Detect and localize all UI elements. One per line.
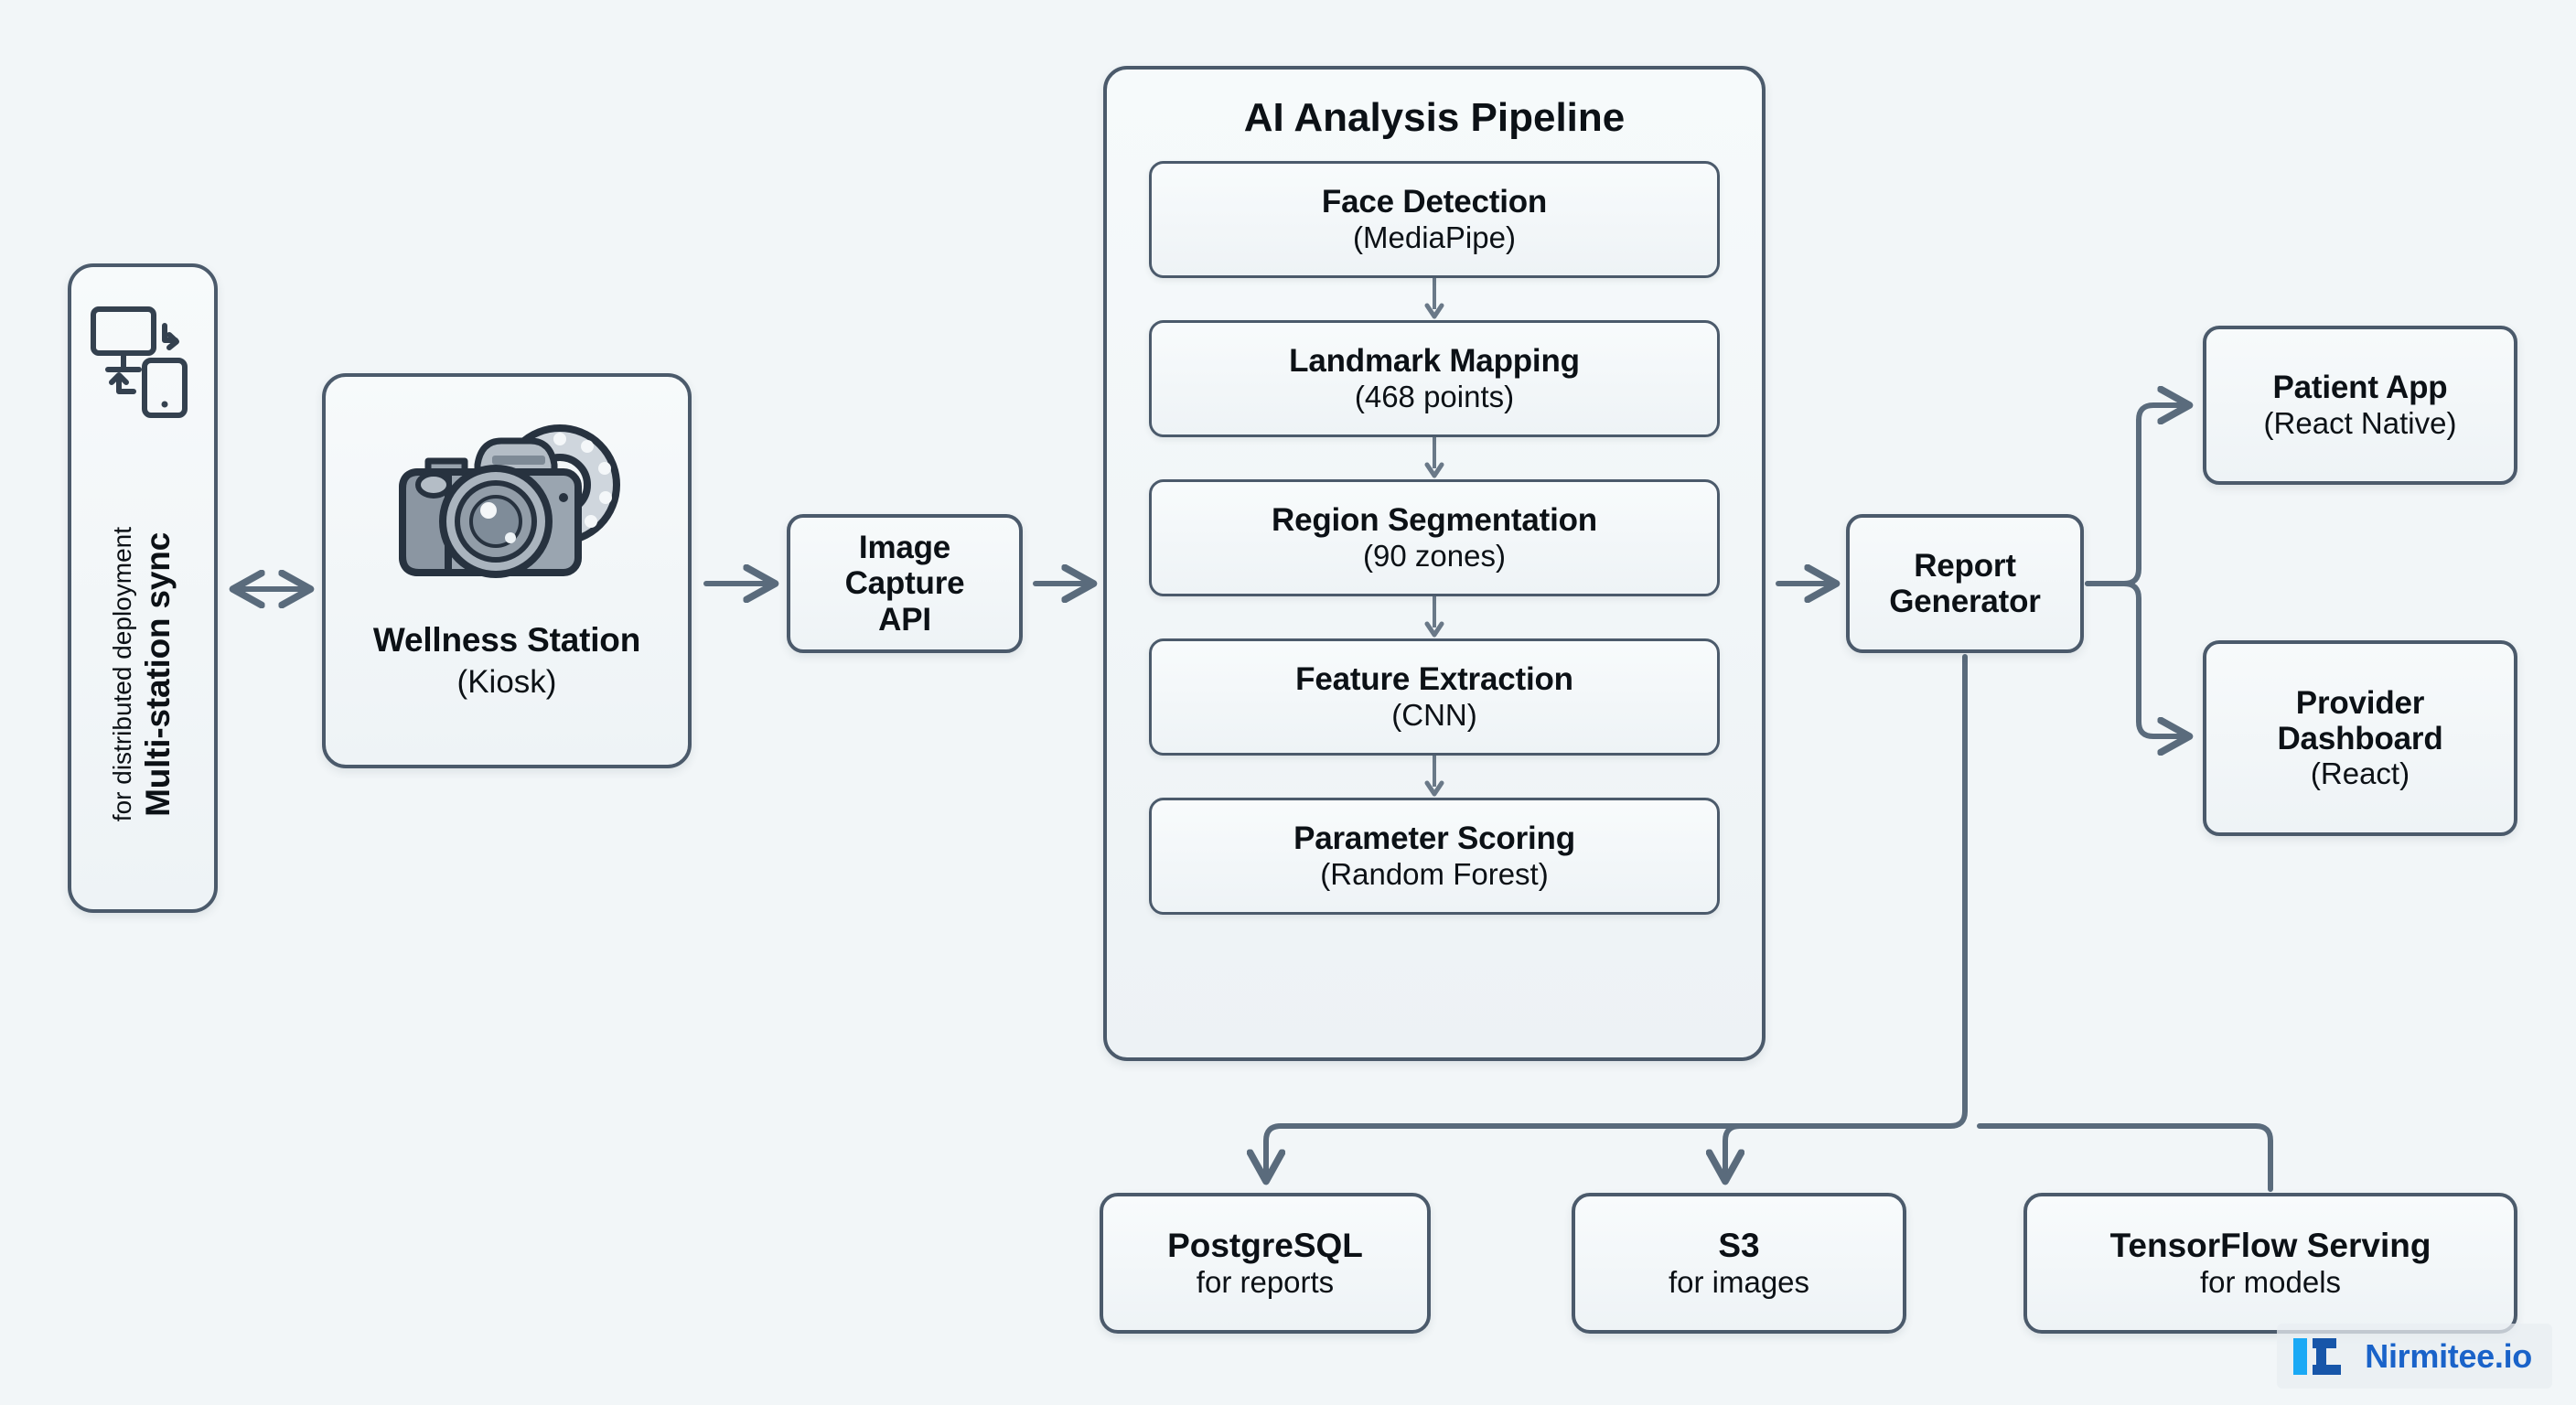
image-capture-api-card: Image Capture API <box>787 514 1023 653</box>
nirmitee-logo-mark-icon <box>2293 1333 2350 1379</box>
ai-analysis-pipeline-container: AI Analysis Pipeline Face Detection (Med… <box>1103 66 1766 1061</box>
multi-station-subtitle: for distributed deployment <box>108 527 137 822</box>
provider-dashboard-title-line2: Dashboard <box>2277 721 2443 757</box>
storage-subtitle: for images <box>1668 1265 1810 1299</box>
pipeline-stage-landmark-mapping: Landmark Mapping (468 points) <box>1149 320 1720 437</box>
stage-title: Parameter Scoring <box>1293 820 1575 857</box>
edge-bus-to-s3 <box>1725 1123 1740 1178</box>
edge-report-to-patient-app <box>2085 405 2186 586</box>
stage-subtitle: (MediaPipe) <box>1353 220 1516 254</box>
image-capture-api-line1: Image <box>858 530 951 566</box>
storage-subtitle: for reports <box>1196 1265 1335 1299</box>
patient-app-subtitle: (React Native) <box>2263 405 2457 440</box>
stage-title: Landmark Mapping <box>1289 343 1580 380</box>
storage-s3-card: S3 for images <box>1572 1193 1906 1334</box>
stage-subtitle: (CNN) <box>1391 697 1477 732</box>
stage-arrow-4 <box>1424 756 1444 798</box>
devices-sync-icon <box>88 304 198 424</box>
image-capture-api-line2: Capture <box>844 565 965 602</box>
stage-subtitle: (Random Forest) <box>1320 856 1549 891</box>
provider-dashboard-title-line1: Provider <box>2295 684 2425 721</box>
nirmitee-logo-wordmark: Nirmitee.io <box>2365 1336 2532 1375</box>
nirmitee-logo: Nirmitee.io <box>2277 1324 2552 1389</box>
multi-station-title: Multi-station sync <box>139 532 177 817</box>
stage-arrow-3 <box>1424 596 1444 638</box>
pipeline-stage-parameter-scoring: Parameter Scoring (Random Forest) <box>1149 798 1720 915</box>
stage-subtitle: (90 zones) <box>1363 538 1506 573</box>
wellness-station-title: Wellness Station <box>372 621 641 659</box>
stage-title: Region Segmentation <box>1272 502 1597 539</box>
stage-subtitle: (468 points) <box>1354 379 1515 413</box>
provider-dashboard-card: Provider Dashboard (React) <box>2203 640 2517 836</box>
storage-title: S3 <box>1718 1227 1760 1264</box>
report-generator-line2: Generator <box>1889 584 2041 619</box>
storage-tensorflow-serving-card: TensorFlow Serving for models <box>2023 1193 2517 1334</box>
patient-app-title: Patient App <box>2272 370 2448 406</box>
stage-title: Face Detection <box>1321 184 1548 220</box>
storage-postgresql-card: PostgreSQL for reports <box>1100 1193 1431 1334</box>
stage-title: Feature Extraction <box>1295 661 1573 698</box>
image-capture-api-line3: API <box>878 601 931 638</box>
report-generator-line1: Report <box>1914 547 2016 584</box>
storage-subtitle: for models <box>2199 1265 2342 1299</box>
edge-bus-to-tensorflow <box>1977 1123 2273 1192</box>
multi-station-sync-card: Multi-station sync for distributed deplo… <box>68 263 218 913</box>
stage-arrow-1 <box>1424 278 1444 320</box>
pipeline-stage-region-segmentation: Region Segmentation (90 zones) <box>1149 479 1720 596</box>
report-generator-card: Report Generator <box>1846 514 2084 653</box>
pipeline-stage-face-detection: Face Detection (MediaPipe) <box>1149 161 1720 278</box>
pipeline-stage-feature-extraction: Feature Extraction (CNN) <box>1149 638 1720 756</box>
wellness-station-subtitle: (Kiosk) <box>456 664 557 701</box>
provider-dashboard-subtitle: (React) <box>2310 756 2410 791</box>
edge-report-to-provider-dashboard <box>2085 581 2186 736</box>
wellness-station-card: Wellness Station (Kiosk) <box>322 373 692 768</box>
storage-title: TensorFlow Serving <box>2109 1227 2431 1264</box>
ai-pipeline-title: AI Analysis Pipeline <box>1243 95 1626 140</box>
patient-app-card: Patient App (React Native) <box>2203 326 2517 485</box>
stage-arrow-2 <box>1424 437 1444 479</box>
dslr-camera-ring-light-icon <box>381 410 633 606</box>
storage-title: PostgreSQL <box>1167 1227 1363 1264</box>
